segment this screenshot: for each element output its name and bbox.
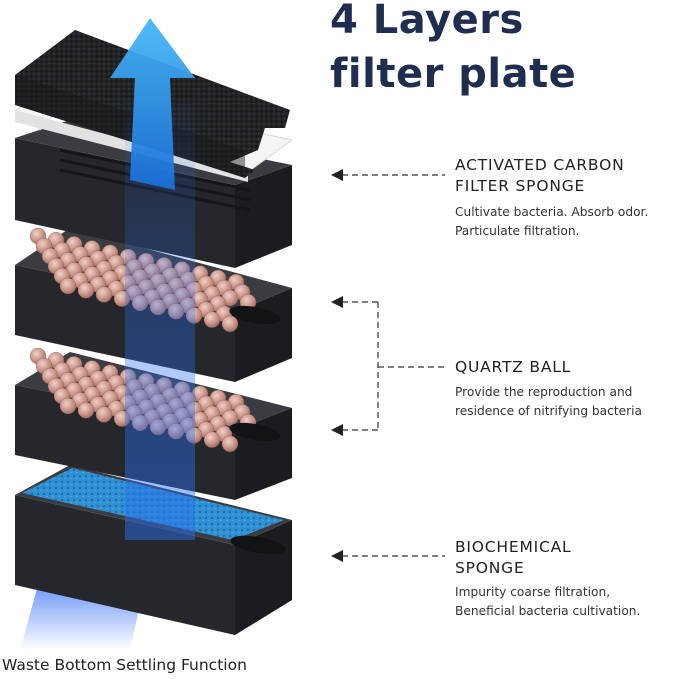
layer-3-description: Impurity coarse filtration, Beneficial b… — [455, 583, 640, 621]
headline-line-1: 4 Layers — [330, 0, 524, 43]
layer-3-desc-line-1: Impurity coarse filtration, — [455, 585, 611, 599]
quartz-ball — [221, 435, 239, 452]
layer-1-desc-line-1: Cultivate bacteria. Absorb odor. — [455, 205, 649, 219]
layer-3-desc-line-2: Beneficial bacteria cultivation. — [455, 603, 641, 618]
quartz-ball — [95, 286, 113, 303]
layer-1-name-line-2: FILTER SPONGE — [455, 176, 586, 195]
quartz-ball — [203, 431, 221, 448]
layer-3-name-line-2: SPONGE — [455, 558, 525, 577]
quartz-ball — [77, 402, 95, 419]
layer-1-name-line-1: ACTIVATED CARBON — [455, 156, 625, 174]
quartz-ball — [95, 406, 113, 423]
quartz-ball — [221, 315, 239, 332]
layer-3-name-line-1: BIOCHEMICAL — [455, 538, 572, 556]
flow-arrow-icon — [110, 18, 195, 190]
quartz-ball — [59, 397, 77, 415]
layer-2-name-line-1: QUARTZ BALL — [455, 358, 572, 376]
layer-1-name: ACTIVATED CARBON FILTER SPONGE — [455, 155, 624, 197]
quartz-ball — [77, 282, 95, 299]
layer-1-desc-line-2: Particulate filtration. — [455, 223, 580, 238]
layer-2-name: QUARTZ BALL — [455, 357, 571, 378]
quartz-ball — [59, 277, 77, 295]
headline-line-2: filter plate — [330, 51, 577, 97]
layer-2-description: Provide the reproduction and residence o… — [455, 383, 642, 421]
layer-3-name: BIOCHEMICAL SPONGE — [455, 537, 571, 579]
layer-1-description: Cultivate bacteria. Absorb odor. Particu… — [455, 203, 648, 241]
pointer-arrow-icon — [342, 174, 445, 557]
settling-caption: Waste Bottom Settling Function — [2, 656, 247, 674]
layer-2-desc-line-2: residence of nitrifying bacteria — [455, 403, 642, 418]
quartz-ball — [203, 311, 221, 328]
layer-2-desc-line-1: Provide the reproduction and — [455, 385, 633, 399]
